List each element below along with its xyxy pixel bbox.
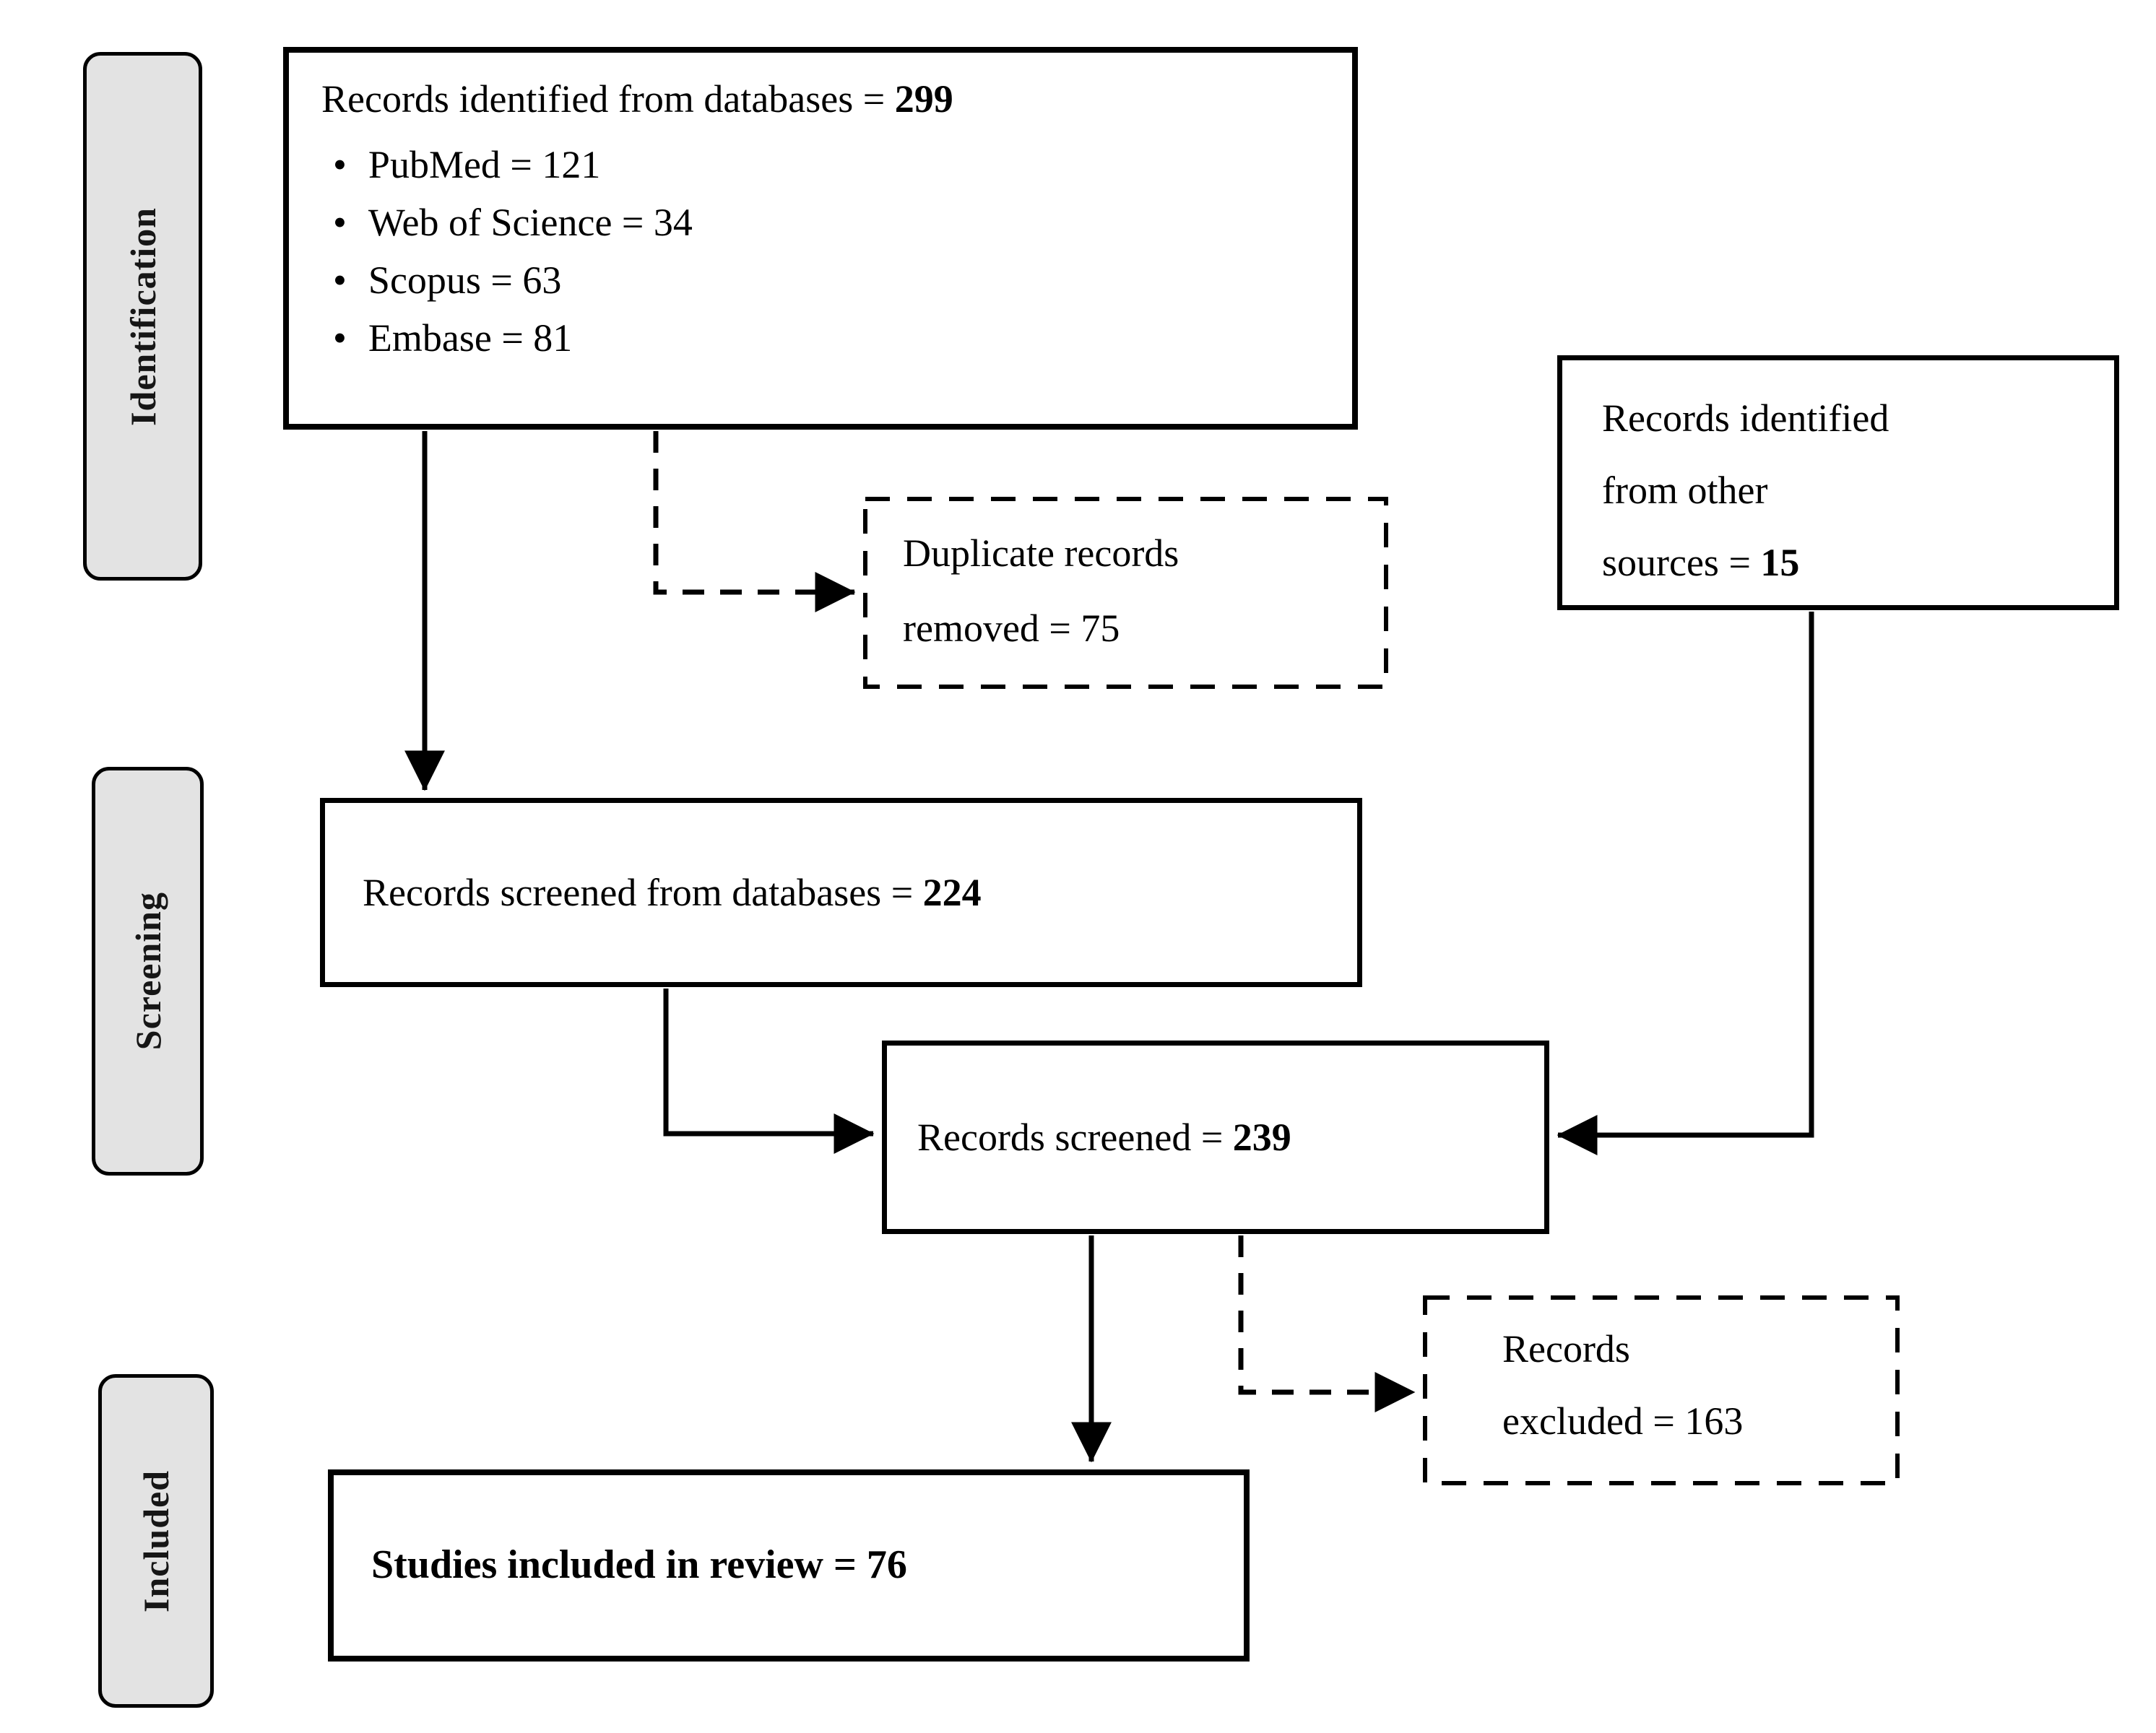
arrow-identified-to-duplicates [653,431,856,612]
box-studies-included: Studies included in review = 76 [328,1469,1250,1662]
screened-db-title: Records screened from databases = 224 [363,866,982,919]
duplicates-line-1: Duplicate records [903,531,1179,575]
stage-label-screening: Screening [92,767,204,1176]
stage-label-included: Included [98,1374,214,1708]
box-records-screened-databases: Records screened from databases = 224 [320,798,1362,987]
other-sources-line-3: sources = 15 [1602,526,2114,599]
studies-included-label: Studies included in review = [371,1542,867,1588]
other-sources-line-1: Records identified [1602,396,1889,440]
records-screened-count: 239 [1232,1115,1291,1159]
records-screened-title: Records screened = 239 [917,1111,1291,1164]
box-records-excluded: Records excluded = 163 [1423,1295,1900,1485]
studies-included-count: 76 [866,1542,907,1588]
stage-label-screening-text: Screening [127,892,168,1051]
arrow-other-sources-to-screened [1557,612,1814,1155]
excluded-line-2: excluded = 163 [1502,1399,1744,1443]
records-identified-label: Records identified from databases = [321,77,895,121]
box-records-screened: Records screened = 239 [882,1041,1549,1234]
screened-db-label: Records screened from databases = [363,870,923,914]
other-sources-count: 15 [1760,541,1800,584]
database-item-scopus: Scopus = 63 [321,251,1330,309]
stage-label-included-text: Included [136,1469,176,1612]
other-sources-line-2: from other [1602,469,1768,512]
records-identified-count: 299 [894,77,953,121]
box-records-identified-databases: Records identified from databases = 299 … [283,47,1358,430]
records-identified-title: Records identified from databases = 299 [321,73,1330,126]
duplicates-line-2: removed = 75 [903,607,1120,650]
arrow-screened-to-excluded [1238,1235,1416,1412]
box-records-other-sources: Records identified from other sources = … [1557,355,2119,610]
other-sources-label: sources = [1602,541,1761,584]
database-breakdown-list: PubMed = 121 Web of Science = 34 Scopus … [321,136,1330,367]
stage-label-identification-text: Identification [122,207,163,426]
records-screened-label: Records screened = [917,1115,1233,1159]
excluded-line-1: Records [1502,1327,1630,1371]
screened-db-count: 224 [922,870,982,914]
database-item-pubmed: PubMed = 121 [321,136,1330,194]
stage-label-identification: Identification [83,52,202,581]
database-item-web-of-science: Web of Science = 34 [321,194,1330,251]
studies-included-title: Studies included in review = 76 [371,1538,907,1593]
database-item-embase: Embase = 81 [321,309,1330,367]
arrow-screened-db-to-screened [663,989,875,1154]
box-duplicate-records-removed: Duplicate records removed = 75 [863,497,1388,689]
